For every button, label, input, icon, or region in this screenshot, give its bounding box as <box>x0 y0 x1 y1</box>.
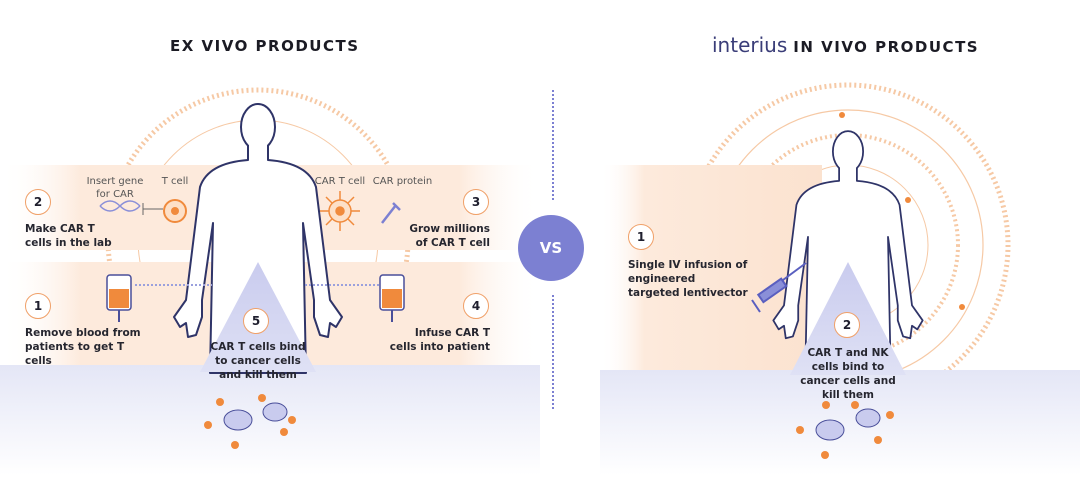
syringe-icon <box>751 262 807 313</box>
step-1-text: Remove blood from patients to get T cell… <box>25 327 141 367</box>
dna-icon <box>99 200 141 212</box>
car-t-cell-label: CAR T cell <box>314 176 366 187</box>
blood-bag-icon <box>106 274 132 322</box>
interius-logo: interius <box>712 33 788 57</box>
in-vivo-step-1-text: Single IV infusion of engineered targete… <box>628 259 748 299</box>
step-3-text: Grow millions of CAR T cell <box>409 223 490 249</box>
car-t-cell-icon <box>320 191 360 231</box>
step-1-badge: 1 <box>25 293 51 319</box>
step-2-badge: 2 <box>25 189 51 215</box>
connector-icon <box>142 203 163 215</box>
in-vivo-heading: interius IN VIVO PRODUCTS <box>712 33 979 57</box>
infusion-bag-icon <box>379 274 405 322</box>
in-vivo-step-1-badge: 1 <box>628 224 654 250</box>
step-5-text: CAR T cells bind to cancer cells and kil… <box>210 341 306 381</box>
t-cell-label: T cell <box>161 176 189 187</box>
in-vivo-step-2-text: CAR T and NK cells bind to cancer cells … <box>800 347 896 401</box>
vs-badge: VS <box>518 215 584 281</box>
car-protein-icon <box>381 202 401 224</box>
t-cell-icon <box>163 199 187 223</box>
step-5-badge: 5 <box>243 308 269 334</box>
in-vivo-cancer-cells-icon <box>796 401 894 459</box>
step-4-text: Infuse CAR T cells into patient <box>389 327 490 353</box>
ex-vivo-cancer-cells-icon <box>204 394 296 449</box>
insert-gene-label: Insert gene for CAR <box>86 176 144 200</box>
ex-vivo-title: EX VIVO PRODUCTS <box>170 37 360 55</box>
car-protein-label: CAR protein <box>372 176 433 187</box>
step-3-badge: 3 <box>463 189 489 215</box>
step-4-badge: 4 <box>463 293 489 319</box>
in-vivo-step-2-badge: 2 <box>834 312 860 338</box>
in-vivo-title: IN VIVO PRODUCTS <box>793 38 980 56</box>
step-2-text: Make CAR T cells in the lab <box>25 223 112 249</box>
